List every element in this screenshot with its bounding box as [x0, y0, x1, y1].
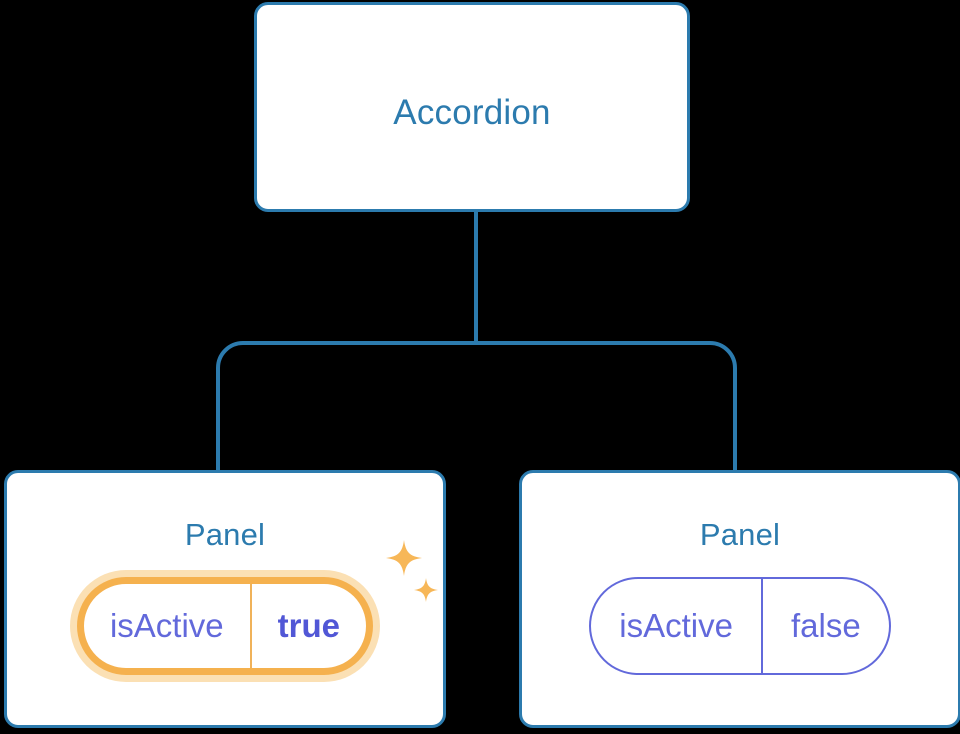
connector-branch-left [216, 341, 476, 470]
prop-pill-highlight-holder: isActive true [69, 570, 381, 682]
prop-pill-isactive-false[interactable]: isActive false [589, 577, 891, 675]
node-panel-inactive-title: Panel [699, 517, 781, 552]
prop-pill-wrap-active: isActive true [7, 570, 443, 682]
prop-name-label: isActive [619, 607, 733, 644]
node-accordion[interactable]: Accordion [254, 2, 690, 212]
node-panel-inactive[interactable]: Panel isActive false [519, 470, 960, 728]
connector-branch-right [476, 341, 737, 470]
node-panel-active[interactable]: Panel isActive true [4, 470, 446, 728]
node-panel-active-title: Panel [184, 517, 266, 552]
prop-name-label: isActive [109, 607, 224, 644]
prop-pill-wrap-inactive: isActive false [522, 577, 958, 675]
node-accordion-title: Accordion [393, 93, 551, 132]
prop-pill-isactive-true[interactable]: isActive true [76, 577, 374, 675]
prop-value-label: true [249, 584, 366, 668]
prop-value-label: false [760, 579, 889, 673]
